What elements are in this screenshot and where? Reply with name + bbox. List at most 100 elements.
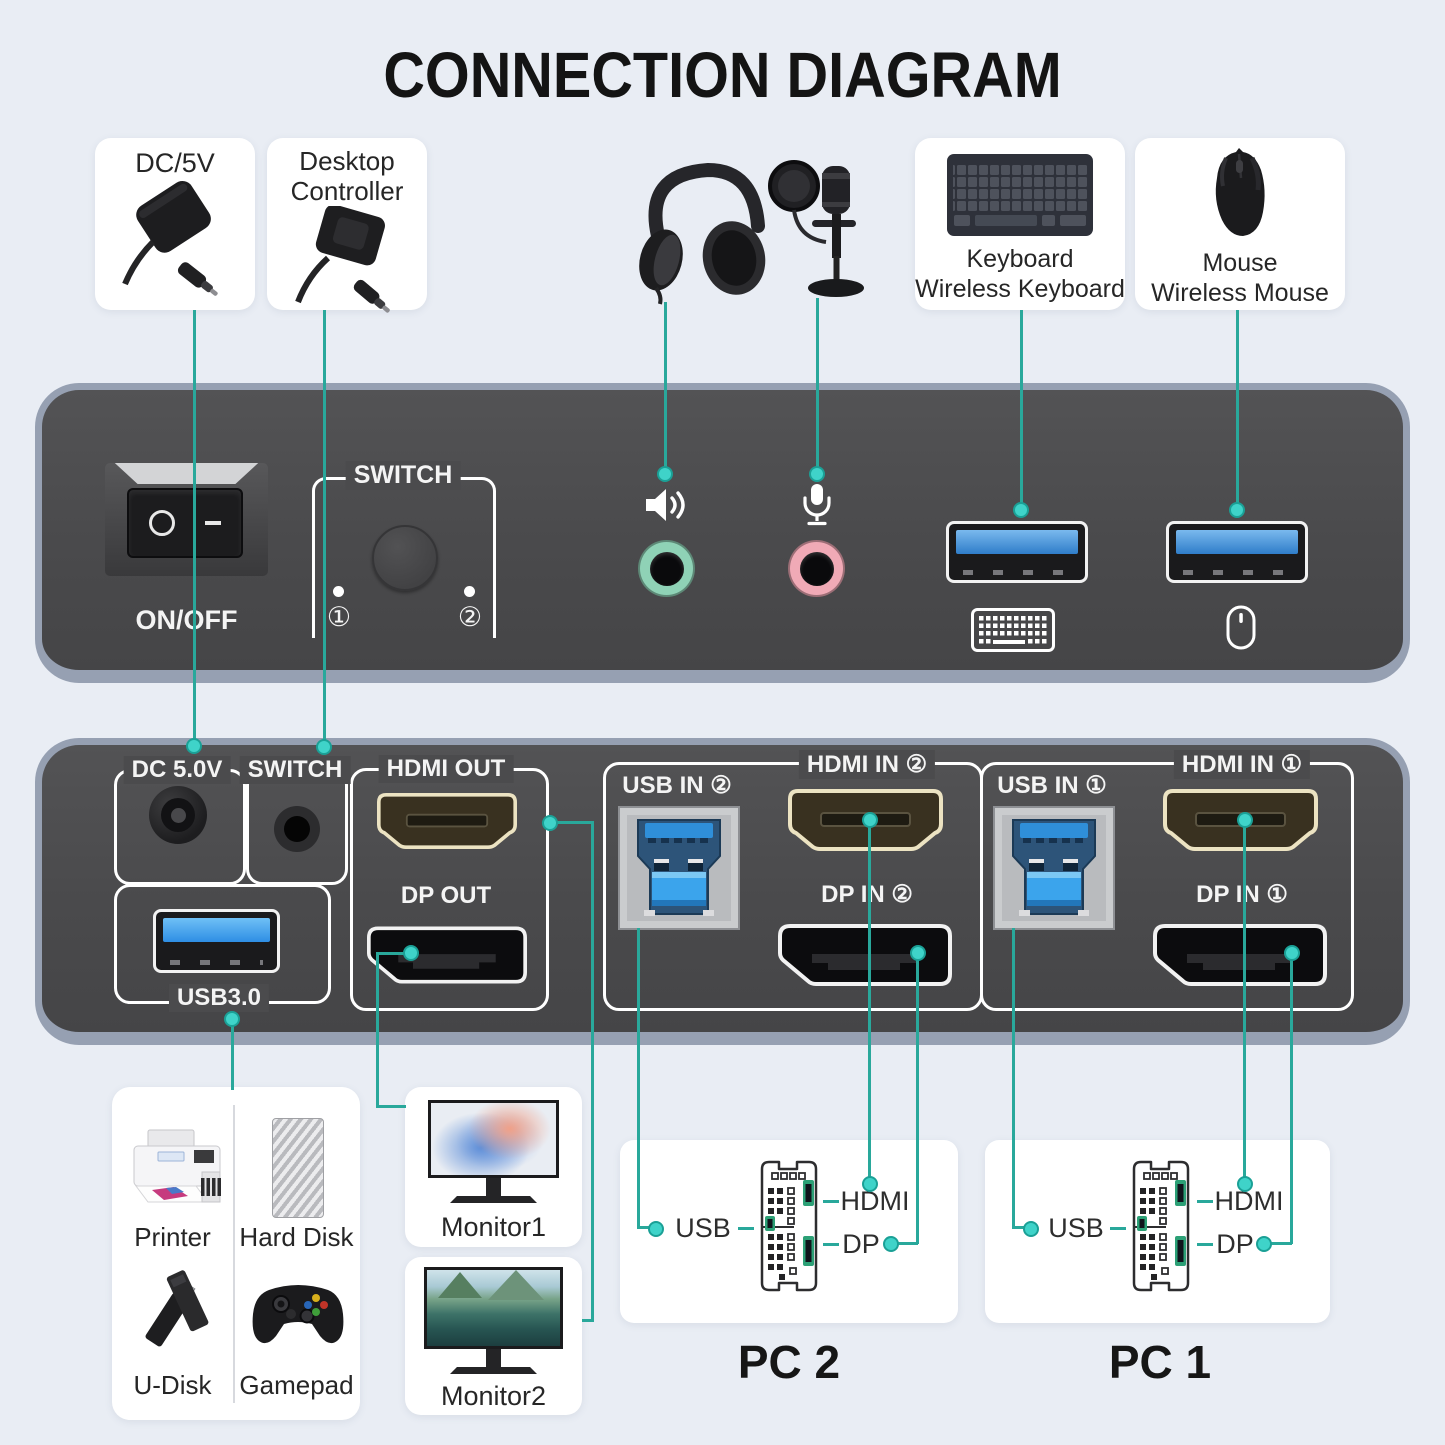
pc1-motherboard-image <box>1132 1160 1190 1292</box>
line-dpin2-pc2-v <box>916 952 919 1244</box>
mouse-icon <box>1226 605 1256 650</box>
card-mouse: Mouse Wireless Mouse <box>1135 138 1345 310</box>
mic-in-jack <box>788 540 845 597</box>
monitor1-image <box>428 1100 559 1178</box>
dp-in-1-label: DP IN ① <box>1196 881 1288 908</box>
pc2-name: PC 2 <box>737 1336 841 1388</box>
dot-usb3 <box>224 1011 240 1027</box>
usb-port-keyboard <box>946 521 1088 583</box>
dot-mouse <box>1229 502 1245 518</box>
line-usbin2-pc2-v <box>637 928 640 1229</box>
hdmi-in-2-label: HDMI IN ② <box>798 750 936 779</box>
desktop-controller-image <box>295 206 390 313</box>
dot-dc <box>186 738 202 754</box>
line-dpin1-pc1-h <box>1268 1242 1292 1245</box>
line-dpout-monitor1-h1 <box>377 952 411 955</box>
power-switch-top-face <box>114 463 259 484</box>
audio-out-jack <box>638 540 695 597</box>
switch-bracket-right <box>449 477 496 638</box>
hard-disk-label: Hard Disk <box>239 1222 354 1252</box>
monitor2-label: Monitor2 <box>440 1381 547 1411</box>
line-hdmiout-monitor2-v <box>591 821 594 1322</box>
pc2-dp-label: DP <box>842 1229 880 1259</box>
hdmi-out-label: HDMI OUT <box>378 755 514 783</box>
mouse-image <box>1215 148 1265 236</box>
dc-port-label: DC 5.0V <box>123 756 231 784</box>
line-dpin2-pc2-h <box>894 1242 918 1245</box>
hdmi-out-port <box>377 793 517 849</box>
u-disk-image <box>145 1270 209 1347</box>
usb-port-mouse <box>1166 521 1308 583</box>
line-dpout-monitor1-v <box>376 952 379 1108</box>
line-keyboard <box>1020 310 1023 510</box>
gamepad-label: Gamepad <box>239 1370 354 1400</box>
monitor1-stand <box>486 1178 501 1196</box>
dot-hdmiin2-port <box>862 812 878 828</box>
indicator-led-2 <box>464 586 475 597</box>
usb3-port-label: USB3.0 <box>168 984 270 1012</box>
line-hdmiout-monitor2-h2 <box>582 1319 594 1322</box>
monitor2-base <box>450 1367 537 1374</box>
line-mouse <box>1236 310 1239 510</box>
switch-bracket-left <box>312 477 359 638</box>
pc1-dp-dash <box>1197 1243 1213 1246</box>
front-switch-label: SWITCH <box>345 461 461 490</box>
dot-pc1-usb <box>1023 1221 1039 1237</box>
dot-dpin1-port <box>1284 945 1300 961</box>
gamepad-image <box>252 1285 344 1344</box>
pc1-dp-label: DP <box>1216 1229 1254 1259</box>
keyboard-image <box>947 154 1093 236</box>
line-hdmiout-monitor2-h1 <box>549 821 594 824</box>
dot-pc2-usb <box>648 1221 664 1237</box>
usb-in-2-label: USB IN ② <box>622 772 732 799</box>
card-dc-adapter: DC/5V <box>95 138 255 310</box>
pc1-usb-label: USB <box>1048 1213 1104 1243</box>
switch-button <box>372 525 438 591</box>
usb-b-port-1 <box>993 806 1115 930</box>
switch-aux-jack <box>274 806 320 852</box>
dot-microphone <box>809 466 825 482</box>
pc2-usb-dash <box>738 1227 754 1230</box>
pc2-usb-label: USB <box>675 1213 731 1243</box>
pc1-hdmi-dash <box>1197 1200 1213 1203</box>
usb3-port <box>153 909 280 973</box>
monitor1-label: Monitor1 <box>440 1212 547 1242</box>
back-switch-label: SWITCH <box>239 756 351 784</box>
indicator-2-label: ② <box>457 602 483 632</box>
dot-headphones <box>657 466 673 482</box>
pc1-input-group-outline <box>980 762 1354 1011</box>
page-title: CONNECTION DIAGRAM <box>383 39 1062 111</box>
dot-pc1-hdmi <box>1237 1176 1253 1192</box>
dot-hdmiout <box>542 815 558 831</box>
headphones-image <box>639 162 766 305</box>
mouse-label: Mouse Wireless Mouse <box>1151 249 1329 307</box>
dp-in-2-port <box>778 924 952 986</box>
printer-label: Printer <box>134 1222 211 1252</box>
dot-pc2-dp <box>883 1236 899 1252</box>
u-disk-label: U-Disk <box>133 1370 212 1400</box>
indicator-1-label: ① <box>326 602 352 632</box>
line-usb3-peripherals <box>231 1019 234 1090</box>
dot-hdmiin1-port <box>1237 812 1253 828</box>
monitor2-mountain <box>438 1272 482 1298</box>
monitor2-mountain-2 <box>488 1270 544 1300</box>
line-hdmiin2-pc2 <box>868 820 871 1184</box>
line-dpout-monitor1-h2 <box>376 1105 406 1108</box>
monitor2-stand <box>486 1349 501 1367</box>
printer-image <box>133 1129 221 1203</box>
line-headphones <box>664 302 667 474</box>
line-hdmiin1-pc1 <box>1243 820 1246 1184</box>
desktop-controller-label: Desktop Controller <box>290 146 404 206</box>
pc1-hdmi-label: HDMI <box>1214 1186 1284 1216</box>
pc2-motherboard-image <box>760 1160 818 1292</box>
line-desktop-controller <box>323 310 326 748</box>
pc2-hdmi-dash <box>823 1200 839 1203</box>
monitor1-base <box>450 1196 537 1203</box>
keyboard-icon <box>971 608 1055 652</box>
pc1-usb-dash <box>1110 1227 1126 1230</box>
line-dpin1-pc1-v <box>1290 952 1293 1244</box>
dc-adapter-label: DC/5V <box>135 148 215 178</box>
dot-pc2-hdmi <box>862 1176 878 1192</box>
line-dc-adapter <box>193 310 196 746</box>
